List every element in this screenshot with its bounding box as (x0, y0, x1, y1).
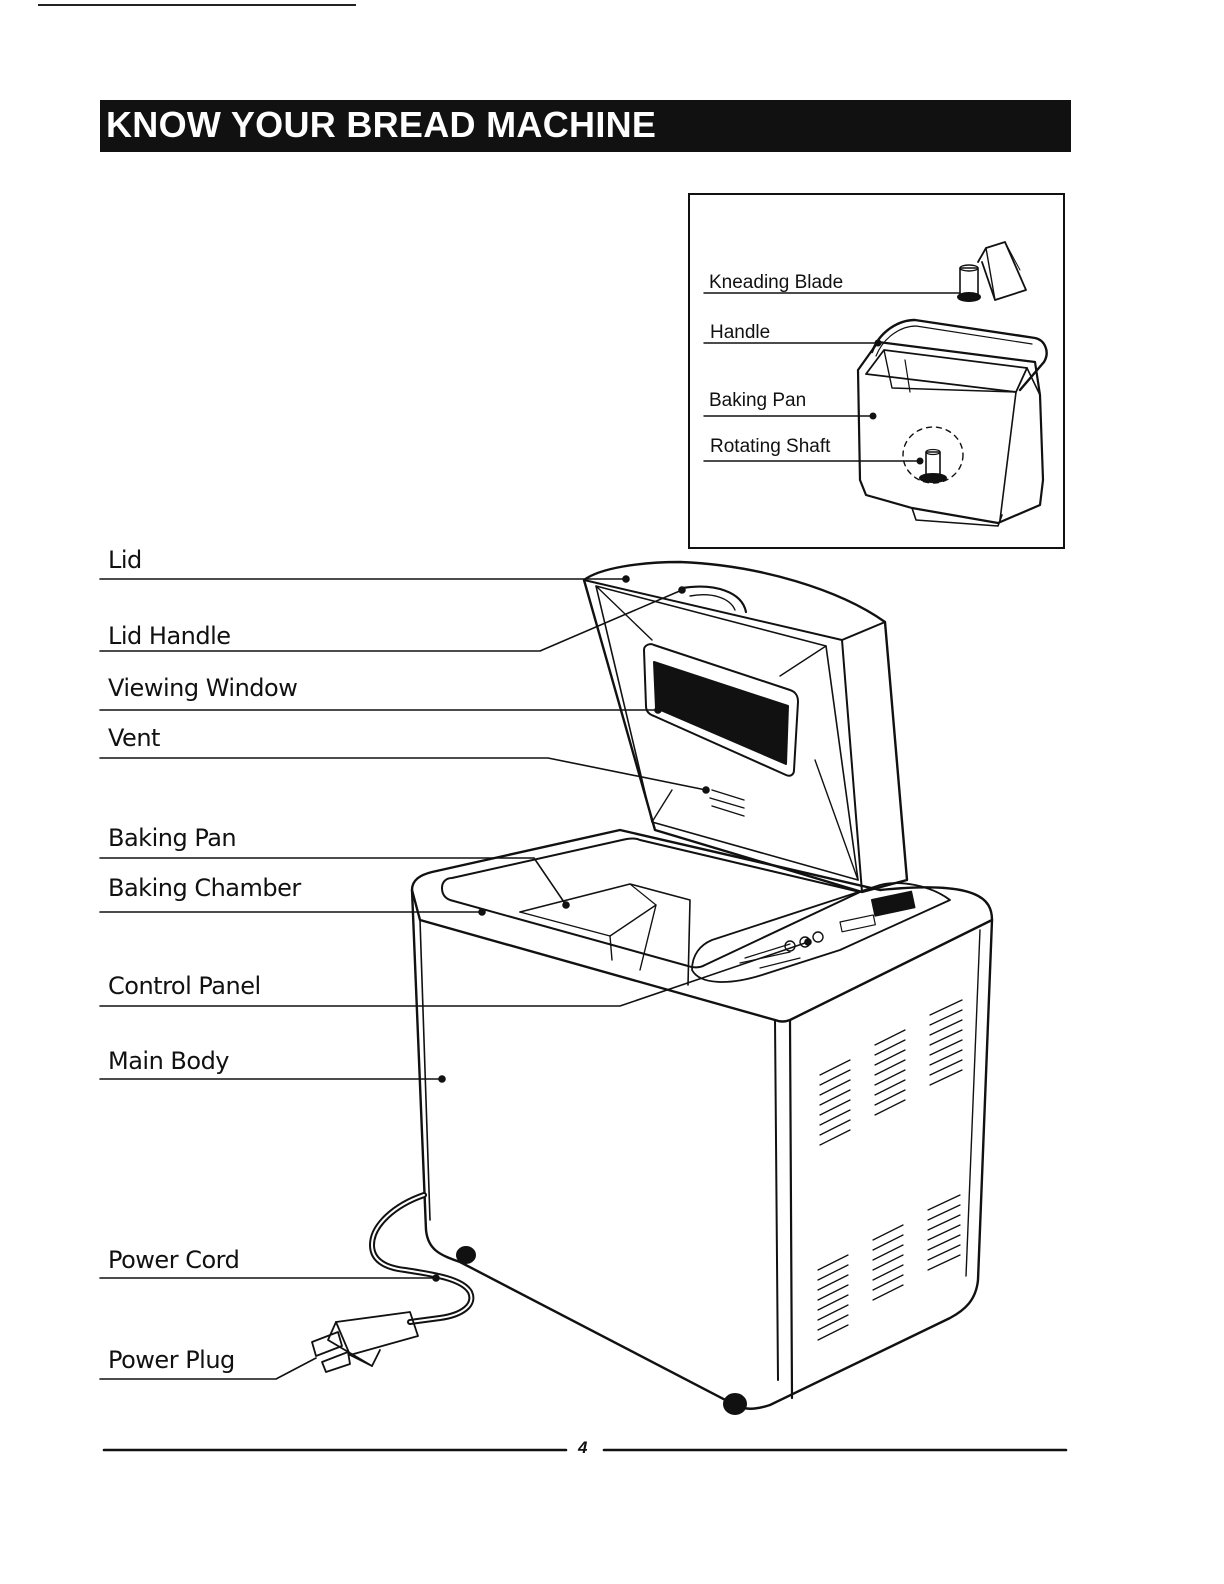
inset-baking-pan-icon (858, 320, 1047, 526)
main-machine-drawing (100, 562, 992, 1414)
inset-pan-drawing (704, 242, 1047, 526)
kneading-blade-icon (958, 242, 1026, 301)
power-plug-icon (312, 1312, 418, 1372)
